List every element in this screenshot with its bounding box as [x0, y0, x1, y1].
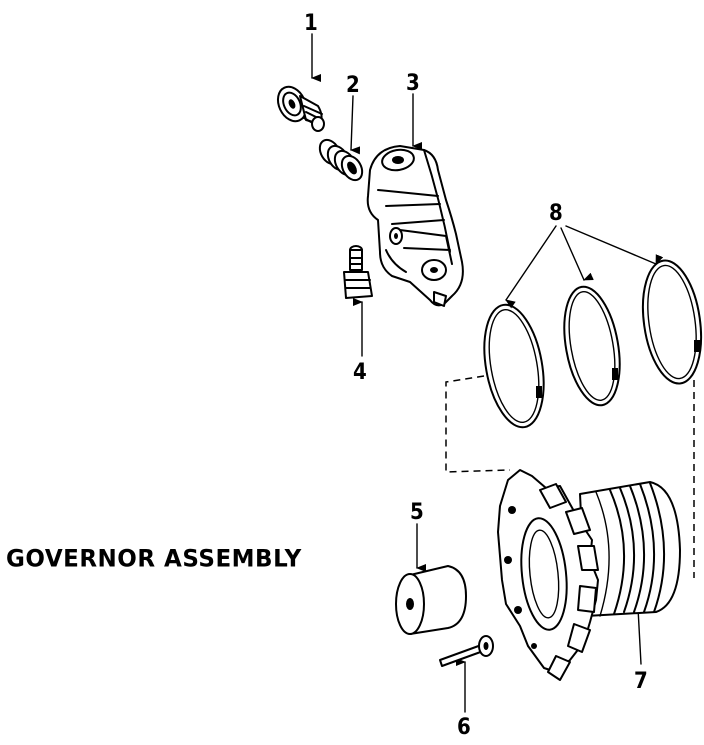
callout-7: 7: [634, 669, 648, 694]
callout-6: 6: [457, 715, 471, 740]
alignment-dashes: [445, 375, 695, 578]
leader-8a: [505, 225, 557, 309]
part-5-sleeve: [395, 565, 467, 635]
diagram-title: GOVERNOR ASSEMBLY: [6, 545, 302, 573]
callout-4: 4: [353, 360, 367, 385]
part-6-pin: [439, 635, 494, 667]
leader-2: [350, 95, 361, 155]
callout-3: 3: [406, 71, 420, 96]
leader-8b: [560, 227, 594, 281]
callout-2: 2: [346, 73, 360, 98]
callout-1: 1: [304, 11, 318, 36]
leader-lines: [311, 33, 664, 713]
leader-8c: [565, 225, 664, 265]
part-8-rings: [483, 259, 703, 429]
part-4-valve: [343, 245, 373, 299]
part-1-valve-cap: [276, 85, 325, 132]
callout-5: 5: [410, 500, 424, 525]
part-7-gear: [497, 469, 681, 681]
part-3-governor-body: [366, 145, 464, 307]
leader-7: [628, 604, 642, 665]
callout-8: 8: [549, 201, 563, 226]
part-2-spring: [318, 138, 364, 182]
